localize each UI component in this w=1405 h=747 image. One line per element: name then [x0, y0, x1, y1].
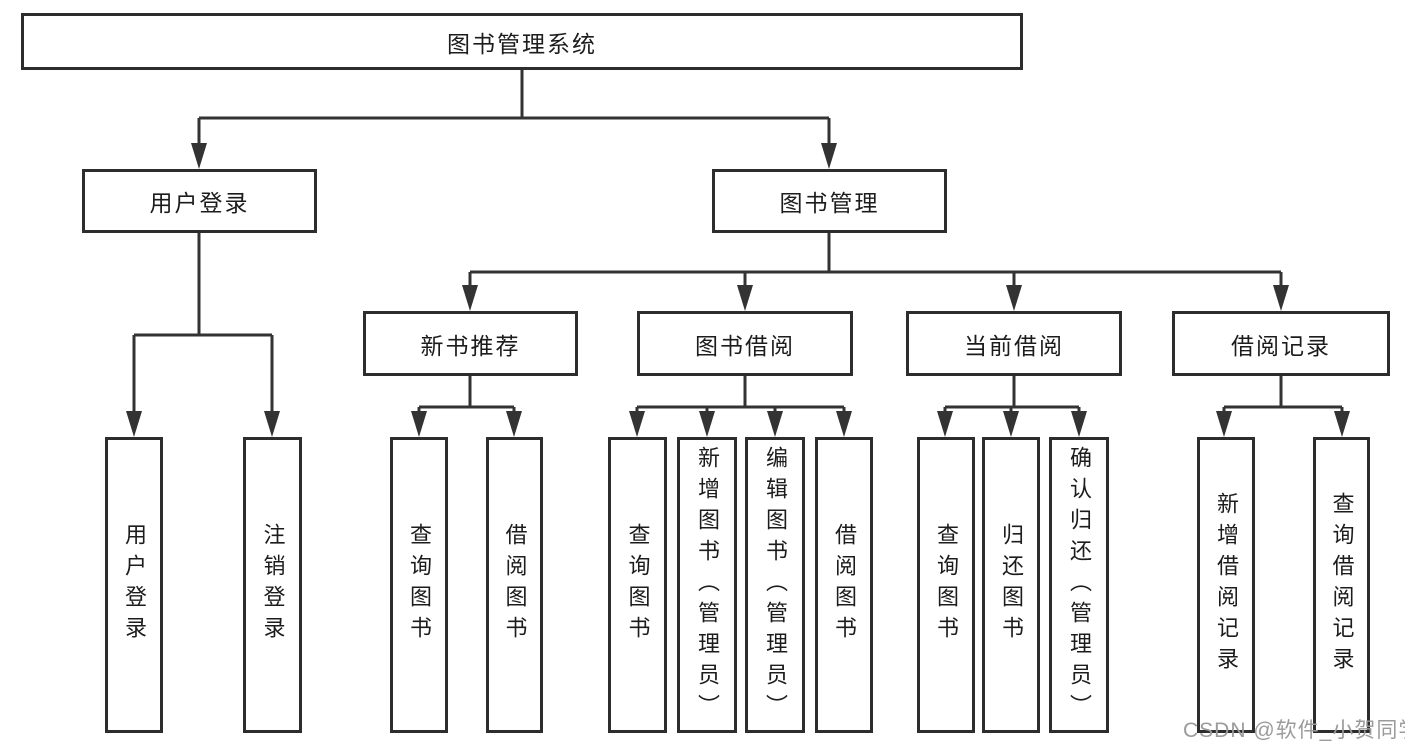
leaf-user-login: 用户登录	[105, 437, 163, 733]
node-new-book-recommendation: 新书推荐	[363, 311, 578, 376]
node-label: 借阅记录	[1231, 332, 1331, 359]
node-user-login: 用户登录	[82, 169, 317, 233]
arrowheads	[126, 143, 1350, 437]
leaf-label: 借阅图书	[832, 523, 857, 647]
leaf-label: 编辑图书（管理员）	[763, 445, 788, 725]
leaf-label: 归还图书	[999, 523, 1024, 647]
leaf-label: 新增图书（管理员）	[695, 445, 720, 725]
leaf-label: 查询借阅记录	[1329, 492, 1355, 678]
leaf-new-books-query-books: 查询图书	[390, 437, 448, 733]
leaf-label: 借阅图书	[502, 523, 528, 647]
node-library-management-system: 图书管理系统	[21, 13, 1023, 70]
node-book-management: 图书管理	[712, 169, 947, 233]
node-label: 图书管理	[779, 190, 880, 216]
leaf-add-borrow-record: 新增借阅记录	[1197, 437, 1255, 733]
csdn-watermark: CSDN @软件_小贺同学	[1183, 719, 1405, 742]
leaf-borrow-borrow-books: 借阅图书	[815, 437, 873, 733]
node-book-borrowing: 图书借阅	[637, 311, 853, 376]
leaf-return-books: 归还图书	[982, 437, 1040, 733]
leaf-edit-books-admin: 编辑图书（管理员）	[745, 437, 805, 733]
leaf-label: 用户登录	[122, 523, 147, 647]
leaf-current-query-books: 查询图书	[917, 437, 975, 733]
leaf-label: 查询图书	[625, 523, 651, 647]
leaf-add-books-admin: 新增图书（管理员）	[677, 437, 737, 733]
node-borrowing-records: 借阅记录	[1172, 311, 1390, 376]
node-label: 图书管理系统	[447, 30, 597, 57]
node-label: 图书借阅	[695, 332, 795, 359]
leaf-new-books-borrow-books: 借阅图书	[486, 437, 543, 733]
node-label: 当前借阅	[964, 332, 1064, 359]
leaf-label: 查询图书	[407, 523, 432, 647]
node-current-borrowing: 当前借阅	[906, 311, 1122, 376]
leaf-confirm-return-admin: 确认归还（管理员）	[1049, 437, 1109, 733]
leaf-label: 确认归还（管理员）	[1067, 445, 1092, 725]
node-label: 新书推荐	[420, 332, 521, 359]
node-label: 用户登录	[149, 190, 250, 216]
leaf-logout: 注销登录	[243, 437, 302, 733]
leaf-borrow-query-books: 查询图书	[608, 437, 667, 733]
leaf-label: 注销登录	[260, 523, 286, 647]
leaf-label: 查询图书	[934, 523, 959, 647]
leaf-label: 新增借阅记录	[1214, 492, 1239, 678]
leaf-query-borrow-record: 查询借阅记录	[1313, 437, 1370, 733]
